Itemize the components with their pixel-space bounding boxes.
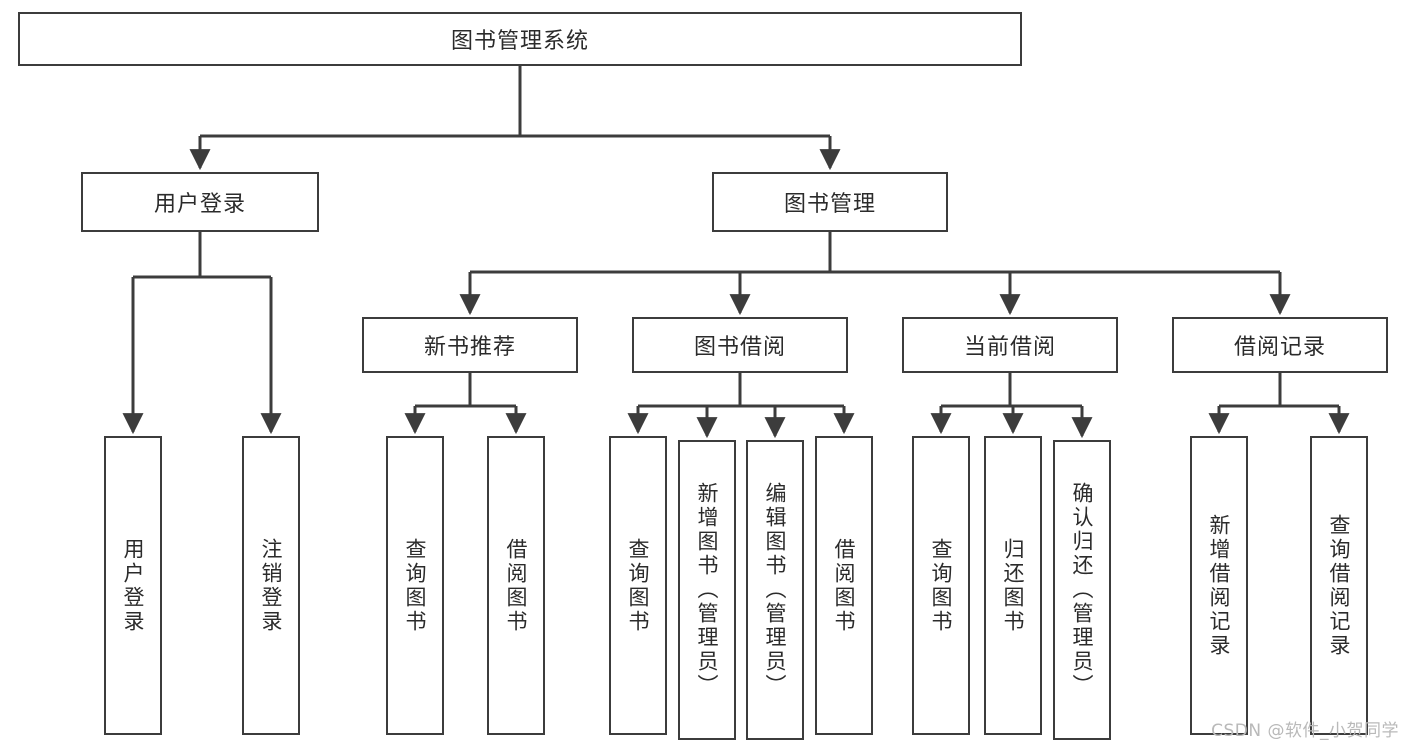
node-leaf-borrow-book-2-label: 借阅图书 (832, 537, 857, 634)
node-book-manage-label: 图书管理 (783, 192, 876, 217)
node-loan-record[interactable]: 借阅记录 (1172, 317, 1388, 373)
node-leaf-add-book-label: 新增图书（管理员） (695, 482, 720, 698)
node-leaf-edit-book[interactable]: 编辑图书（管理员） (746, 440, 804, 740)
node-leaf-confirm-return-label: 确认归还（管理员） (1070, 482, 1095, 698)
node-user-login[interactable]: 用户登录 (81, 172, 319, 232)
node-user-login-label: 用户登录 (153, 192, 246, 217)
node-leaf-query-loan-record[interactable]: 查询借阅记录 (1310, 436, 1368, 735)
node-leaf-query-book-2-label: 查询图书 (626, 537, 651, 634)
node-leaf-borrow-book-2[interactable]: 借阅图书 (815, 436, 873, 735)
node-new-book-recommend[interactable]: 新书推荐 (362, 317, 578, 373)
node-leaf-query-book-3-label: 查询图书 (929, 537, 954, 634)
node-leaf-user-logout-label: 注销登录 (259, 537, 284, 634)
node-leaf-query-book-1[interactable]: 查询图书 (386, 436, 444, 735)
csdn-watermark: CSDN @软件_小贺同学 (1211, 721, 1399, 741)
node-leaf-borrow-book-1-label: 借阅图书 (504, 537, 529, 634)
node-leaf-edit-book-label: 编辑图书（管理员） (763, 482, 788, 698)
node-book-borrow[interactable]: 图书借阅 (632, 317, 848, 373)
node-root-label: 图书管理系统 (450, 29, 589, 54)
node-new-book-recommend-label: 新书推荐 (423, 335, 516, 360)
node-root[interactable]: 图书管理系统 (18, 12, 1022, 66)
node-leaf-user-login[interactable]: 用户登录 (104, 436, 162, 735)
node-current-loan[interactable]: 当前借阅 (902, 317, 1118, 373)
node-book-manage[interactable]: 图书管理 (712, 172, 948, 232)
node-leaf-return-book[interactable]: 归还图书 (984, 436, 1042, 735)
node-leaf-user-logout[interactable]: 注销登录 (242, 436, 300, 735)
node-leaf-query-book-1-label: 查询图书 (403, 537, 428, 634)
node-leaf-add-loan-record-label: 新增借阅记录 (1207, 513, 1232, 658)
node-leaf-borrow-book-1[interactable]: 借阅图书 (487, 436, 545, 735)
node-leaf-add-book[interactable]: 新增图书（管理员） (678, 440, 736, 740)
node-leaf-query-book-3[interactable]: 查询图书 (912, 436, 970, 735)
node-book-borrow-label: 图书借阅 (693, 335, 786, 360)
node-leaf-query-book-2[interactable]: 查询图书 (609, 436, 667, 735)
node-loan-record-label: 借阅记录 (1233, 335, 1326, 360)
node-leaf-user-login-label: 用户登录 (121, 537, 146, 634)
node-current-loan-label: 当前借阅 (963, 335, 1056, 360)
node-leaf-return-book-label: 归还图书 (1001, 537, 1026, 634)
node-leaf-confirm-return[interactable]: 确认归还（管理员） (1053, 440, 1111, 740)
node-leaf-add-loan-record[interactable]: 新增借阅记录 (1190, 436, 1248, 735)
node-leaf-query-loan-record-label: 查询借阅记录 (1327, 513, 1352, 658)
